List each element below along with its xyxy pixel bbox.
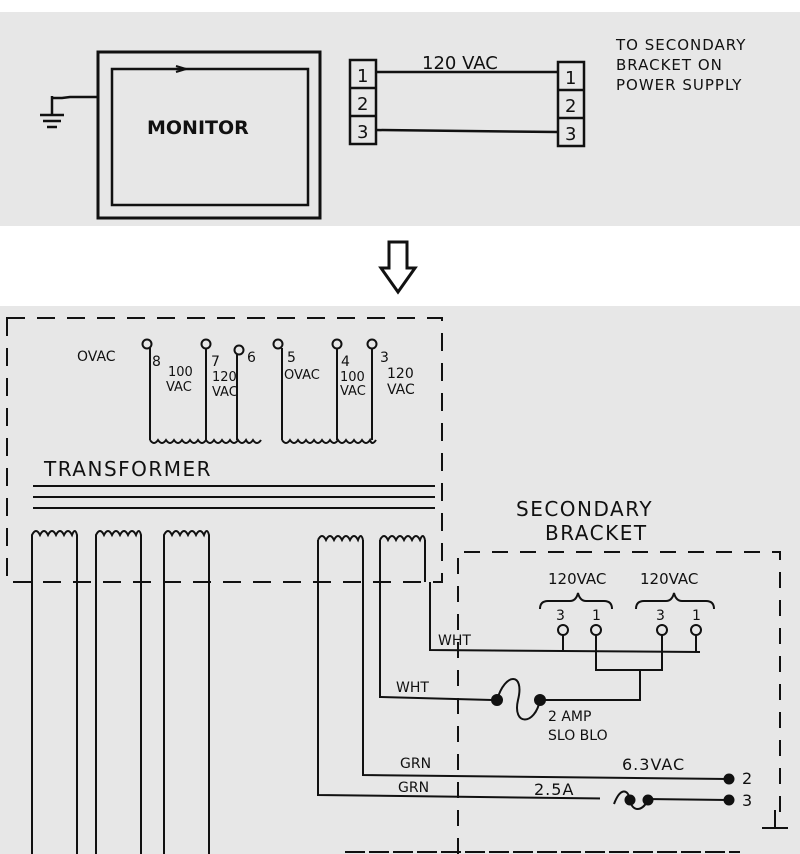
note-line-3: POWER SUPPLY xyxy=(616,76,742,94)
transformer-core xyxy=(33,485,435,509)
monitor-label: MONITOR xyxy=(147,117,249,139)
bracket-terminal-1b: 1 xyxy=(692,608,701,624)
voltage-label-120vac: 120 VAC xyxy=(422,53,498,74)
label-6-3vac: 6.3VAC xyxy=(622,755,685,774)
terminal-left-1: 1 xyxy=(357,66,368,87)
tap-vac-a: VAC xyxy=(166,380,192,395)
fuse-2amp-icon xyxy=(491,678,546,721)
receptacle-braces xyxy=(539,592,715,610)
tap-vac-d: VAC xyxy=(387,382,415,398)
tap-100-a: 100 xyxy=(168,365,193,380)
transformer-enclosure xyxy=(6,317,443,583)
terminal-right-2: 2 xyxy=(565,96,576,117)
wire-120vac xyxy=(375,70,559,134)
terminal-right-3: 3 xyxy=(565,124,576,145)
receptacle-wiring xyxy=(540,635,697,701)
fuse-2-5a-icon xyxy=(600,790,654,810)
wire-label-wht-1: WHT xyxy=(438,633,471,649)
pin-2: 2 xyxy=(742,769,752,788)
wire-label-grn-1: GRN xyxy=(400,756,431,772)
terminal-strip-left xyxy=(348,58,378,146)
bracket-terminal-3b: 3 xyxy=(656,608,665,624)
output-pins xyxy=(723,773,735,806)
tap-120-b: 120 xyxy=(387,366,414,382)
receptacle-terminals xyxy=(557,624,702,636)
tap-4: 4 xyxy=(341,354,350,370)
secondary-bracket-label-2: BRACKET xyxy=(545,521,648,545)
chassis-ground-icon xyxy=(762,810,788,829)
secondary-windings xyxy=(31,530,729,854)
tap-3: 3 xyxy=(380,350,389,366)
terminal-left-3: 3 xyxy=(357,122,368,143)
tap-5: 5 xyxy=(287,350,296,366)
note-line-1: TO SECONDARY xyxy=(615,36,746,54)
monitor-wiring-diagram: MONITOR 1 2 3 1 2 3 120 VAC TO SECONDARY… xyxy=(40,36,746,220)
tap-vac-c: VAC xyxy=(340,384,366,399)
tap-120-a: 120 xyxy=(212,370,237,385)
transformer-label: TRANSFORMER xyxy=(43,457,212,481)
primary-coil-right xyxy=(281,437,377,444)
tap-100-b: 100 xyxy=(340,370,365,385)
bracket-terminal-3a: 3 xyxy=(556,608,565,624)
fuse-2amp-label: 2 AMP xyxy=(548,709,591,725)
fuse-2amp-type: SLO BLO xyxy=(548,728,608,744)
bracket-120vac-left: 120VAC xyxy=(548,570,606,588)
primary-coil-left xyxy=(149,438,262,444)
secondary-bracket-enclosure xyxy=(457,551,781,854)
primary-tap-leads xyxy=(149,348,373,440)
secondary-bracket-label-1: SECONDARY xyxy=(516,497,653,521)
terminal-left-2: 2 xyxy=(357,94,368,115)
terminal-right-1: 1 xyxy=(565,68,576,89)
tap-ovac-mid: OVAC xyxy=(284,368,320,383)
wire-label-grn-2: GRN xyxy=(398,780,429,796)
pin-3: 3 xyxy=(742,791,752,810)
monitor-wiring-panel: MONITOR 1 2 3 1 2 3 120 VAC TO SECONDARY… xyxy=(0,12,800,226)
down-arrow-icon xyxy=(378,240,418,295)
tap-7: 7 xyxy=(211,354,220,370)
primary-tap-terminals xyxy=(141,338,378,356)
bracket-terminal-1a: 1 xyxy=(592,608,601,624)
bracket-120vac-right: 120VAC xyxy=(640,570,698,588)
monitor-box xyxy=(96,50,322,220)
label-2-5a: 2.5A xyxy=(534,780,574,799)
power-supply-schematic: OVAC 8 100 VAC 7 120 VAC 6 5 OVAC 4 100 … xyxy=(6,317,788,854)
ground-icon xyxy=(40,95,98,129)
terminal-strip-right xyxy=(556,60,586,148)
tap-6: 6 xyxy=(247,350,256,366)
tap-ovac-left: OVAC xyxy=(77,349,116,365)
power-supply-panel: OVAC 8 100 VAC 7 120 VAC 6 5 OVAC 4 100 … xyxy=(0,306,800,854)
flow-arrow xyxy=(378,240,418,295)
note-line-2: BRACKET ON xyxy=(616,56,723,74)
tap-vac-b: VAC xyxy=(212,385,238,400)
wire-label-wht-2: WHT xyxy=(396,680,429,696)
tap-8: 8 xyxy=(152,354,161,370)
